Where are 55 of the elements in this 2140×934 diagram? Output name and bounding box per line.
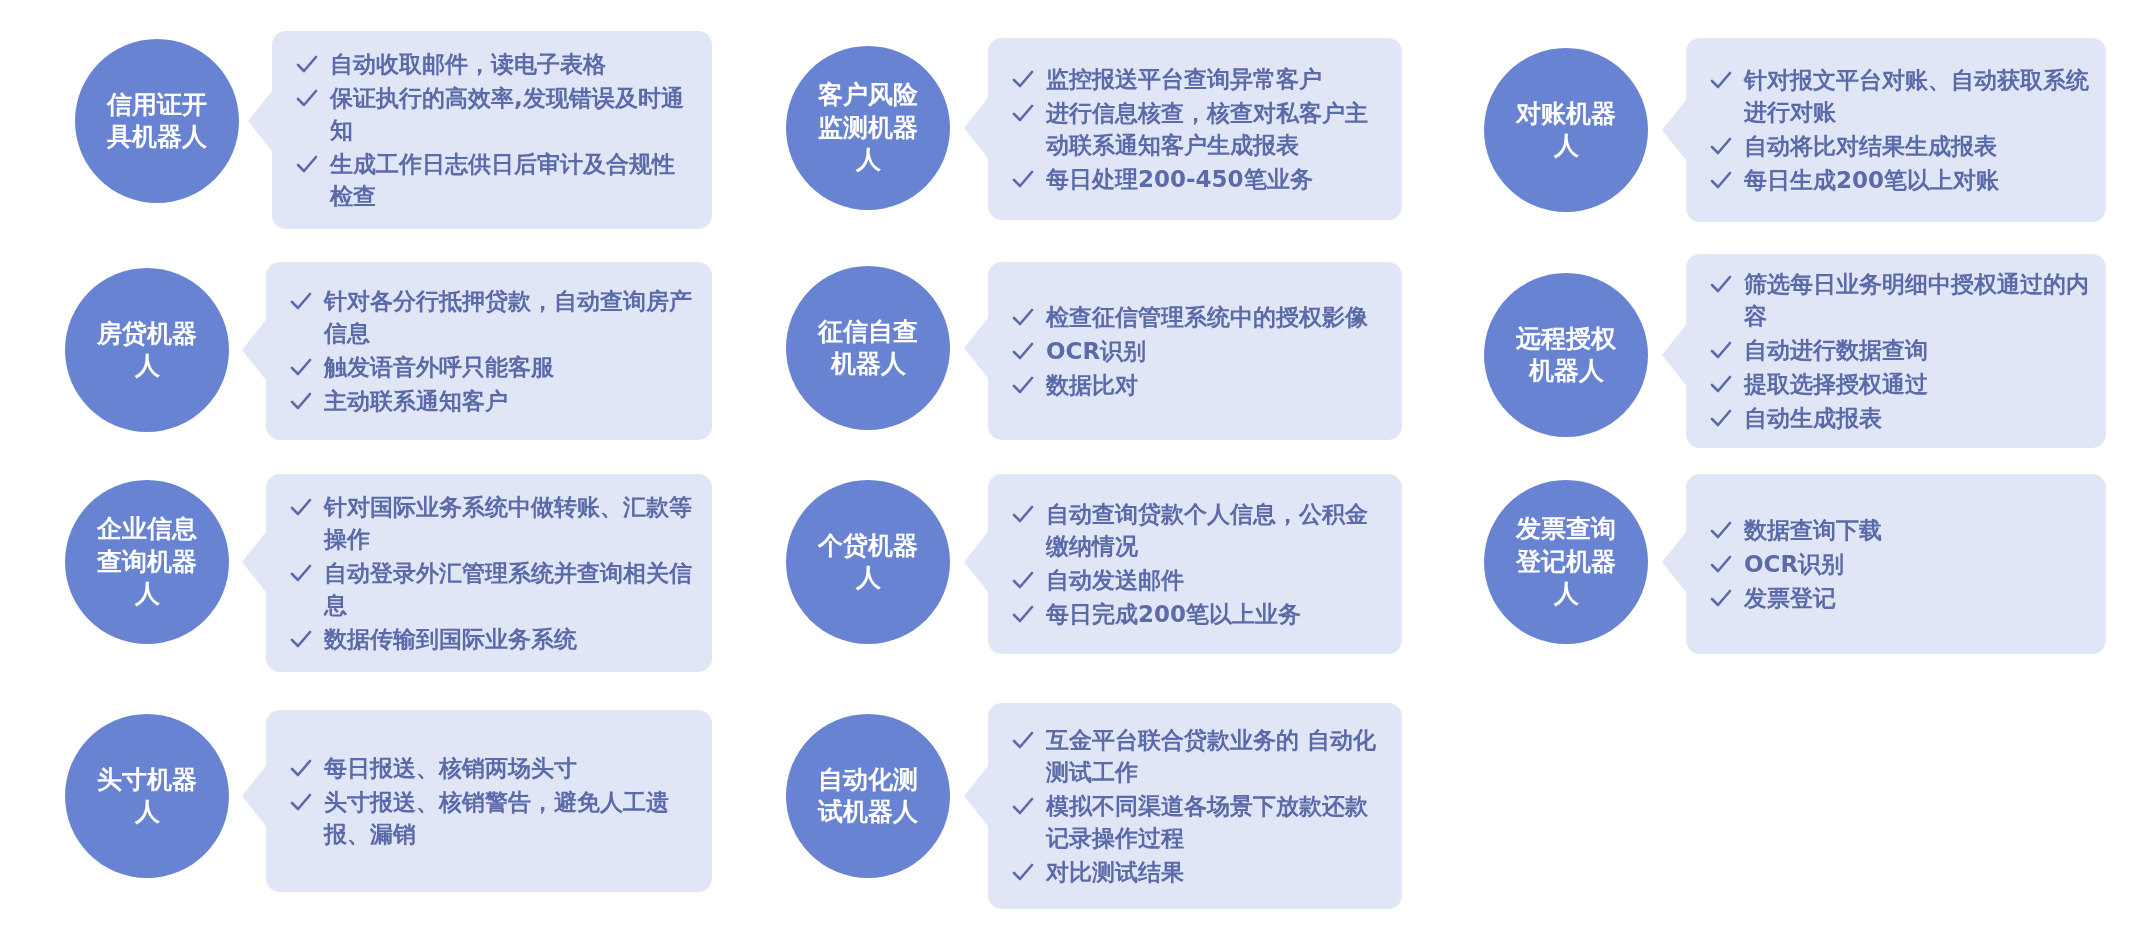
bullet-text: 每日报送、核销两场头寸	[324, 753, 577, 783]
bullet-text: 进行信息核查，核查对私客户主动联系通知客户生成报表	[1046, 98, 1369, 160]
bullet-text: 对比测试结果	[1046, 858, 1184, 888]
bullet-text: 模拟不同渠道各场景下放款还款记录操作过程	[1046, 791, 1369, 854]
robot-name: 发票查询登记机器人	[1514, 513, 1617, 611]
callout-box	[988, 262, 1402, 440]
bullet-text: OCR识别	[1744, 549, 1845, 579]
callout-box	[266, 262, 712, 440]
callout-box	[266, 474, 712, 672]
bullet-text: 自动发送邮件	[1046, 566, 1184, 595]
bullet-text: 筛选每日业务明细中授权通过的内容	[1744, 269, 2090, 331]
bullet-text: 自动登录外汇管理系统并查询相关信息	[324, 558, 693, 621]
bullet-text: 每日生成200笔以上对账	[1744, 166, 1999, 196]
bullet-text: 数据查询下载	[1744, 515, 1882, 545]
robot-name: 远程授权机器人	[1515, 322, 1617, 387]
robot-name: 对账机器人	[1514, 97, 1617, 162]
bullet-text: OCR识别	[1046, 336, 1147, 366]
bullet-text: 监控报送平台查询异常客户	[1046, 64, 1322, 94]
robot-name: 头寸机器人	[96, 763, 198, 828]
bullet-text: 自动查询贷款个人信息，公积金缴纳情况	[1046, 499, 1369, 561]
callout-box	[1686, 474, 2106, 654]
robot-name: 企业信息查询机器人	[96, 513, 198, 611]
robot-name: 房贷机器人	[96, 317, 198, 382]
bullet-text: 针对各分行抵押贷款，自动查询房产信息	[324, 286, 693, 348]
bullet-text: 检查征信管理系统中的授权影像	[1046, 302, 1368, 332]
bullet-text: 自动将比对结果生成报表	[1744, 132, 1997, 161]
bullet-text: 保证执行的高效率,发现错误及时通知	[330, 83, 685, 145]
robot-name: 个贷机器人	[816, 529, 919, 594]
bullet-text: 数据比对	[1046, 371, 1138, 401]
robot-name: 自动化测试机器人	[816, 763, 919, 828]
bullet-text: 提取选择授权通过	[1744, 370, 1928, 400]
bullet-text: 数据传输到国际业务系统	[324, 625, 577, 655]
callout-box	[1686, 38, 2106, 222]
bullet-text: 主动联系通知客户	[324, 387, 508, 417]
bullet-text: 自动生成报表	[1744, 404, 1882, 434]
bullet-text: 自动进行数据查询	[1744, 335, 1928, 365]
bullet-text: 自动收取邮件，读电子表格	[330, 49, 606, 79]
callout-box	[988, 474, 1402, 654]
callout-box	[1686, 254, 2106, 448]
robot-name: 征信自查机器人	[816, 315, 919, 380]
callout-box	[266, 710, 712, 892]
bullet-text: 触发语音外呼只能客服	[324, 353, 554, 382]
callout-box	[988, 38, 1402, 220]
bullet-text: 针对报文平台对账、自动获取系统进行对账	[1744, 65, 2090, 127]
bullet-text: 每日完成200笔以上业务	[1046, 600, 1301, 630]
robot-name: 信用证开具机器人	[105, 88, 208, 153]
bullet-text: 头寸报送、核销警告，避免人工遗报、漏销	[324, 787, 670, 850]
callout-box	[272, 31, 712, 229]
callout-box	[988, 703, 1402, 909]
robot-name: 客户风险监测机器人	[817, 79, 919, 177]
bullet-text: 发票登记	[1744, 584, 1836, 614]
bullet-text: 生成工作日志供日后审计及合规性检查	[330, 150, 676, 212]
bullet-text: 每日处理200-450笔业务	[1046, 165, 1313, 195]
bullet-text: 互金平台联合贷款业务的 自动化测试工作	[1046, 725, 1377, 787]
bullet-text: 针对国际业务系统中做转账、汇款等操作	[324, 492, 693, 554]
